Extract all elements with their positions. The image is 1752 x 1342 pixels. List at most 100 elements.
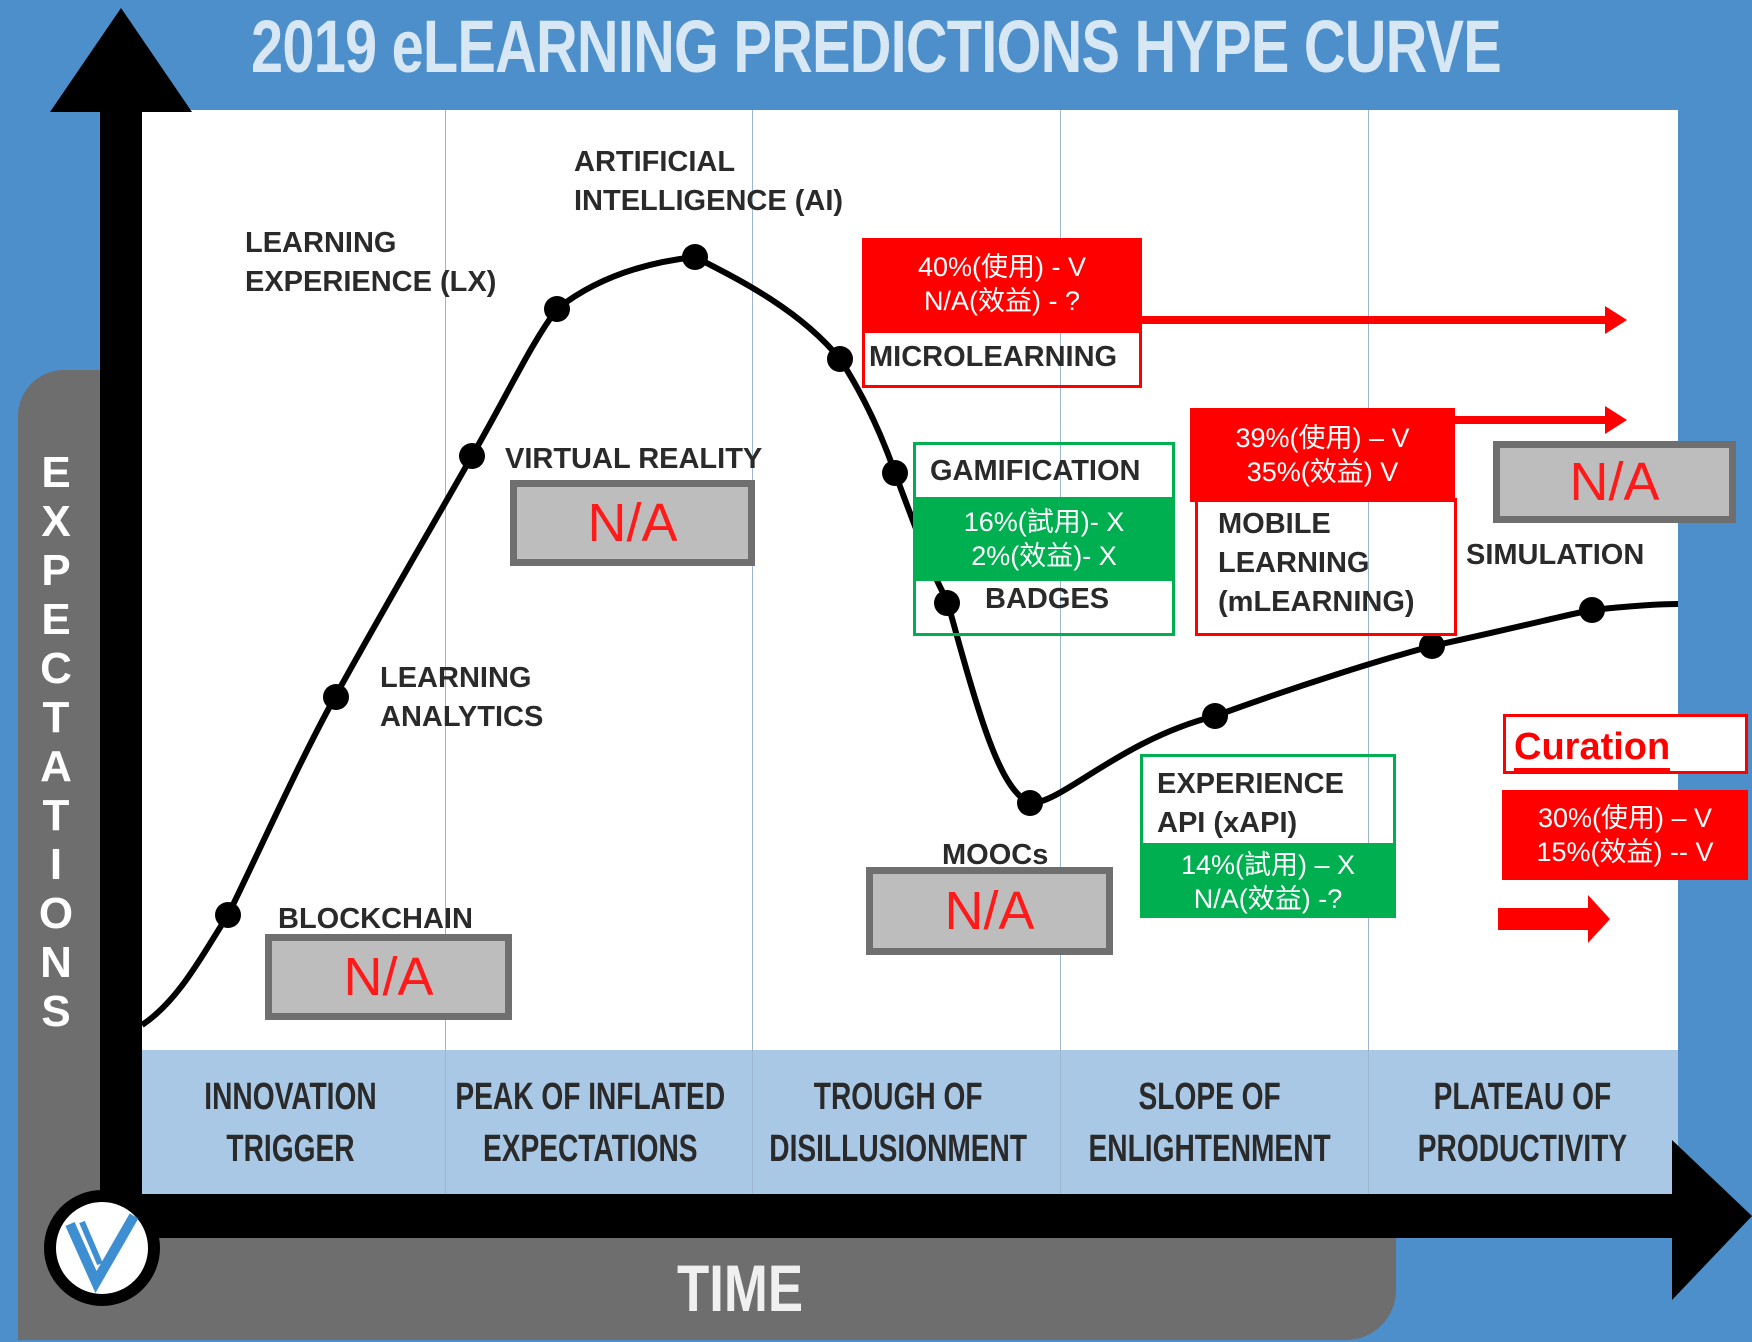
point-mobile bbox=[1419, 633, 1445, 659]
label-gamification: GAMIFICATION bbox=[930, 455, 1141, 487]
phase-line: DISILLUSIONMENT bbox=[769, 1127, 1027, 1170]
y-axis-letter: T bbox=[42, 791, 70, 840]
phase-peak: PEAK OF INFLATED EXPECTATIONS bbox=[438, 1050, 742, 1195]
phase-line: INNOVATION bbox=[203, 1075, 377, 1118]
label-vr: VIRTUAL REALITY bbox=[505, 443, 763, 475]
arrow-curation-head bbox=[1588, 895, 1610, 943]
na-box-vr: N/A bbox=[510, 480, 755, 566]
label-line: API (xAPI) bbox=[1157, 807, 1298, 839]
phase-line: PEAK OF INFLATED bbox=[455, 1075, 725, 1118]
label-moocs: MOOCs bbox=[942, 839, 1049, 871]
phase-trough: TROUGH OF DISILLUSIONMENT bbox=[742, 1050, 1054, 1195]
y-axis-arrowhead bbox=[50, 8, 192, 112]
logo-v-icon bbox=[65, 1213, 139, 1293]
annotation-line: 35%(效益) V bbox=[1246, 457, 1399, 487]
phase-divider bbox=[445, 110, 446, 1195]
logo-v-inner bbox=[79, 1220, 103, 1266]
point-badges bbox=[934, 590, 960, 616]
y-axis-letter: S bbox=[41, 987, 71, 1036]
phase-plateau: PLATEAU OF PRODUCTIVITY bbox=[1366, 1050, 1678, 1195]
phase-band bbox=[142, 1050, 1678, 1195]
phase-line: TROUGH OF bbox=[813, 1075, 983, 1118]
phase-line: PRODUCTIVITY bbox=[1417, 1127, 1627, 1170]
label-line: EXPERIENCE bbox=[1157, 768, 1344, 800]
annotation-curation: 30%(使用) – V 15%(效益) -- V bbox=[1502, 790, 1748, 880]
label-line: MOBILE bbox=[1218, 508, 1331, 540]
annotation-line: 40%(使用) - V bbox=[917, 252, 1087, 282]
na-box-simulation: N/A bbox=[1493, 441, 1736, 523]
annotation-microlearning: 40%(使用) - V N/A(效益) - ? bbox=[862, 238, 1142, 330]
label-line: EXPERIENCE (LX) bbox=[245, 266, 497, 298]
y-axis-letter: E bbox=[41, 448, 71, 497]
label-line: LEARNING bbox=[1218, 547, 1370, 579]
point-vr bbox=[459, 443, 485, 469]
x-axis-panel bbox=[18, 1230, 1396, 1340]
phase-divider bbox=[1368, 110, 1369, 1195]
arrow-microlearning-head bbox=[1605, 306, 1627, 334]
annotation-line: 16%(試用)- X bbox=[963, 507, 1125, 537]
label-line: LEARNING bbox=[380, 662, 532, 694]
point-moocs bbox=[1017, 790, 1043, 816]
label-mobile: MOBILE LEARNING (mLEARNING) bbox=[1195, 498, 1457, 636]
label-microlearning: MICROLEARNING bbox=[862, 330, 1142, 388]
annotation-gamification: 16%(試用)- X 2%(效益)- X bbox=[913, 497, 1175, 581]
label-line: (mLEARNING) bbox=[1218, 586, 1415, 618]
y-axis-letter: O bbox=[38, 889, 74, 938]
page-title: 2019 eLEARNING PREDICTIONS HYPE CURVE bbox=[251, 5, 1502, 88]
x-axis-line bbox=[100, 1194, 1690, 1238]
label-curation: Curation bbox=[1514, 726, 1671, 771]
label-line: ARTIFICIAL bbox=[574, 146, 736, 178]
annotation-line: 30%(使用) – V bbox=[1537, 803, 1713, 833]
y-axis-letter: C bbox=[40, 644, 72, 693]
na-box-blockchain: N/A bbox=[265, 934, 512, 1020]
phase-divider bbox=[1060, 110, 1061, 1195]
annotation-line: 39%(使用) – V bbox=[1235, 423, 1410, 453]
point-microlearning bbox=[827, 346, 853, 372]
label-simulation: SIMULATION bbox=[1466, 539, 1645, 571]
na-box-moocs: N/A bbox=[866, 867, 1113, 955]
x-axis-arrowhead bbox=[1672, 1140, 1752, 1300]
phase-line: ENLIGHTENMENT bbox=[1088, 1127, 1332, 1170]
label-analytics: LEARNING ANALYTICS bbox=[380, 659, 543, 737]
label-line: LEARNING bbox=[245, 227, 397, 259]
y-axis-letter: I bbox=[49, 840, 63, 889]
point-lx bbox=[544, 296, 570, 322]
label-blockchain: BLOCKCHAIN bbox=[278, 903, 473, 935]
annotation-line: 2%(效益)- X bbox=[971, 541, 1117, 571]
x-axis-label: TIME bbox=[676, 1251, 804, 1325]
phase-line: SLOPE OF bbox=[1138, 1075, 1282, 1118]
arrow-curation-shaft bbox=[1498, 908, 1590, 930]
arrow-mobile-head bbox=[1605, 406, 1627, 434]
point-gamification bbox=[882, 460, 908, 486]
label-badges: BADGES bbox=[985, 583, 1110, 615]
point-analytics bbox=[323, 684, 349, 710]
phase-line: EXPECTATIONS bbox=[482, 1127, 698, 1170]
annotation-line: 15%(效益) -- V bbox=[1536, 837, 1714, 867]
phase-innovation-trigger: INNOVATION TRIGGER bbox=[142, 1050, 438, 1195]
annotation-line: N/A(效益) - ? bbox=[923, 286, 1080, 316]
logo-v-stroke bbox=[65, 1213, 139, 1293]
y-axis-letter: E bbox=[41, 595, 71, 644]
y-axis-panel bbox=[18, 370, 108, 1320]
phase-slope: SLOPE OF ENLIGHTENMENT bbox=[1054, 1050, 1366, 1195]
annotation-mobile: 39%(使用) – V 35%(效益) V bbox=[1190, 408, 1455, 502]
label-lx: LEARNING EXPERIENCE (LX) bbox=[245, 224, 496, 302]
y-axis-label: E X P E C T A T I O N S bbox=[30, 448, 82, 1036]
y-axis-letter: N bbox=[40, 938, 72, 987]
hype-curve bbox=[140, 253, 1679, 1028]
y-axis-letter: T bbox=[42, 693, 70, 742]
annotation-line: N/A(效益) -? bbox=[1193, 884, 1343, 914]
phase-line: TRIGGER bbox=[225, 1127, 355, 1170]
y-axis-letter: X bbox=[41, 497, 71, 546]
label-ai: ARTIFICIAL INTELLIGENCE (AI) bbox=[574, 143, 843, 221]
arrow-microlearning-shaft bbox=[1140, 316, 1610, 324]
phase-divider bbox=[752, 110, 753, 1195]
point-ai bbox=[682, 244, 708, 270]
label-line: INTELLIGENCE (AI) bbox=[574, 185, 844, 217]
y-axis-line bbox=[100, 95, 142, 1230]
label-line: ANALYTICS bbox=[380, 701, 544, 733]
annotation-xapi: 14%(試用) – X N/A(效益) -? bbox=[1140, 846, 1396, 918]
phase-line: PLATEAU OF bbox=[1433, 1075, 1611, 1118]
point-simulation bbox=[1579, 597, 1605, 623]
